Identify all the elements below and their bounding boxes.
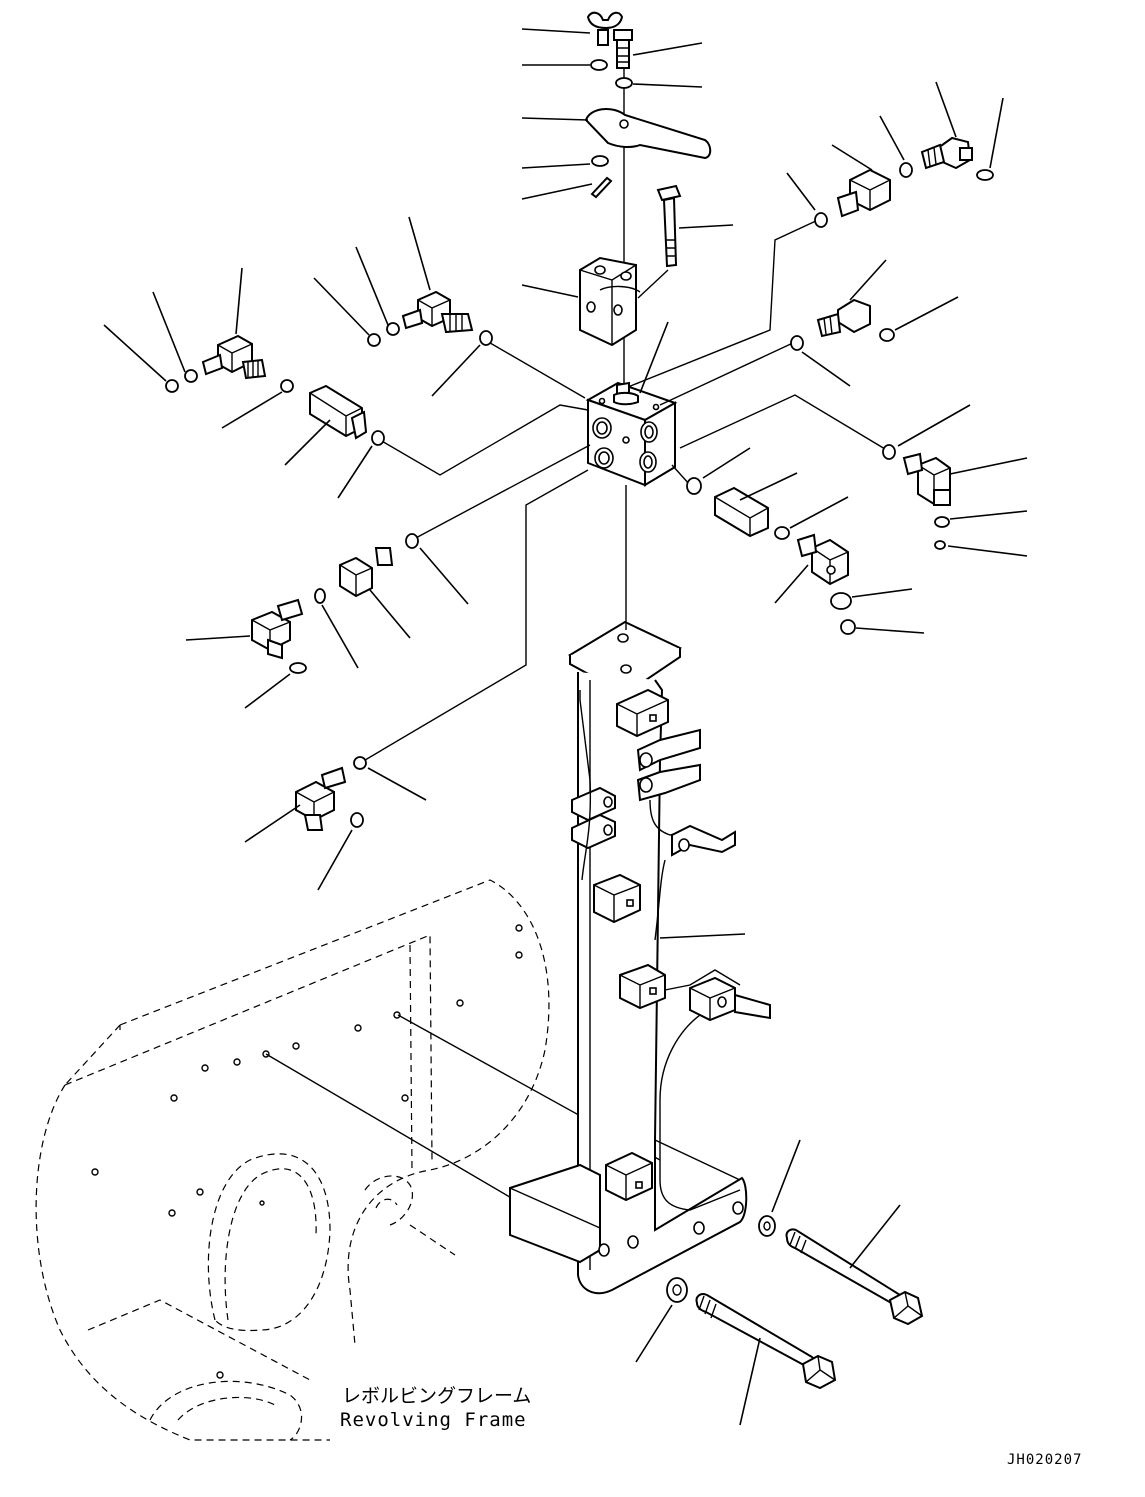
top-hardware bbox=[521, 11, 712, 390]
connection-lines bbox=[359, 219, 891, 764]
frame-label-jp: レボルビングフレーム bbox=[342, 1385, 531, 1407]
valve-block bbox=[585, 321, 678, 487]
revolving-frame-outline bbox=[35, 879, 550, 1441]
mounting-bolts bbox=[635, 1139, 924, 1426]
long-bolt bbox=[656, 184, 734, 268]
drawing-code: JH020207 bbox=[1007, 1452, 1082, 1468]
mounting-block bbox=[521, 256, 669, 347]
right-fittings bbox=[686, 81, 1028, 635]
left-fittings bbox=[103, 216, 493, 891]
frame-label-en: Revolving Frame bbox=[340, 1409, 527, 1431]
mounting-bracket bbox=[509, 620, 771, 1295]
